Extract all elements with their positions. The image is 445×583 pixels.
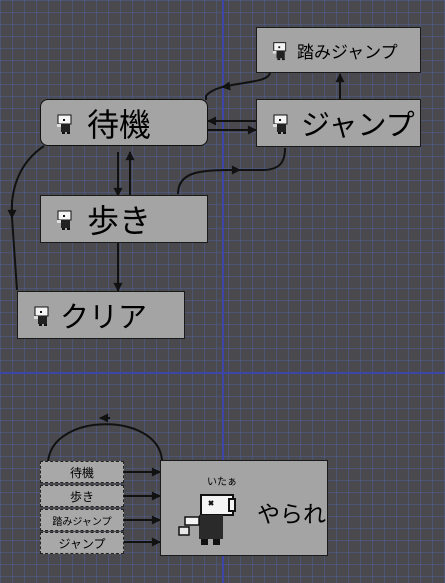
canvas-guide-horizontal xyxy=(0,372,445,374)
state-defeated-label: やられ xyxy=(257,502,326,528)
trigger-jump[interactable]: ジャンプ xyxy=(40,532,124,554)
trigger-stomp-jump[interactable]: 踏みジャンプ xyxy=(40,509,124,531)
state-defeated[interactable]: いたぁ やられ xyxy=(160,460,328,556)
character-sprite-icon xyxy=(272,42,287,61)
state-jump-label: ジャンプ xyxy=(301,108,415,142)
state-defeated-caption: いたぁ xyxy=(207,477,237,488)
trigger-walk[interactable]: 歩き xyxy=(40,485,124,507)
character-sprite-icon xyxy=(34,306,49,326)
state-jump[interactable]: ジャンプ xyxy=(256,99,421,147)
trigger-idle[interactable]: 待機 xyxy=(40,461,124,483)
state-idle[interactable]: 待機 xyxy=(40,99,208,146)
character-sprite-icon xyxy=(57,210,72,230)
state-stomp-jump[interactable]: 踏みジャンプ xyxy=(256,27,421,73)
state-walk-label: 歩き xyxy=(87,202,152,240)
state-walk[interactable]: 歩き xyxy=(40,195,208,243)
edge-stomp-to-idle[interactable] xyxy=(205,71,271,100)
edge-stomp-to-idle-head xyxy=(221,81,231,91)
state-idle-label: 待機 xyxy=(87,105,152,144)
canvas-guide-vertical xyxy=(222,0,224,583)
defeated-character-icon xyxy=(178,494,236,545)
character-sprite-icon xyxy=(57,114,72,134)
state-clear-label: クリア xyxy=(60,300,148,334)
character-sprite-icon xyxy=(273,114,288,134)
state-clear[interactable]: クリア xyxy=(17,291,185,339)
edge-defeated-loop[interactable] xyxy=(47,423,163,463)
state-stomp-jump-label: 踏みジャンプ xyxy=(297,42,398,63)
